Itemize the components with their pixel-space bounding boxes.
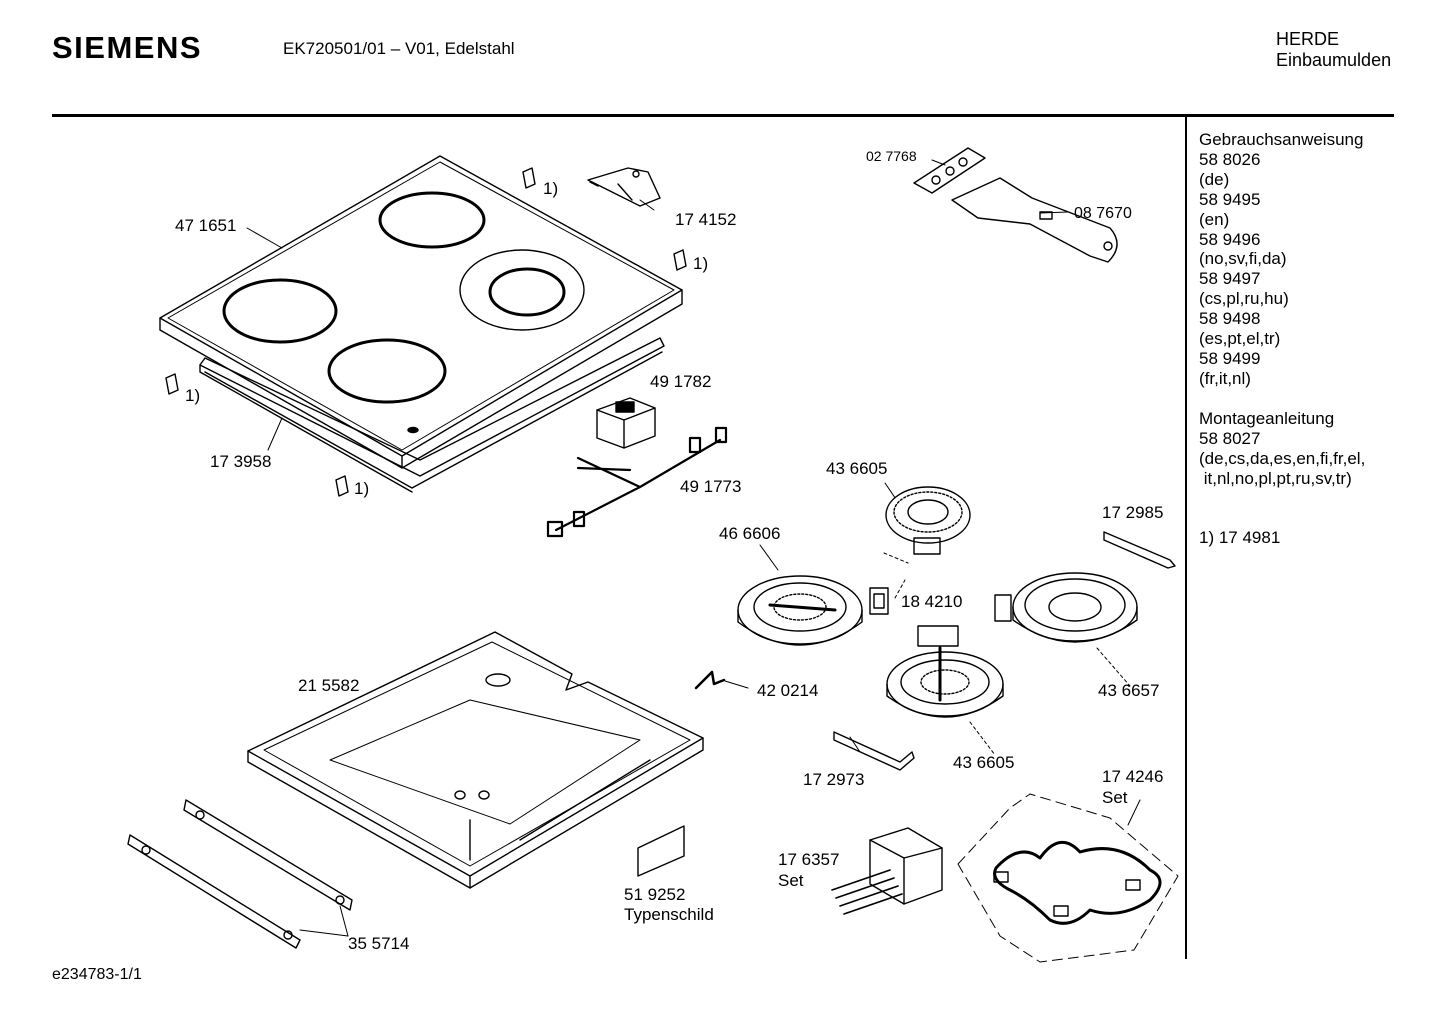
manual-number-south: 58 9498 (1199, 309, 1261, 329)
label-471651: 47 1651 (175, 216, 236, 235)
manual-number-nordic: 58 9496 (1199, 229, 1261, 249)
label-footnote-b: 1) (693, 254, 708, 273)
bracket-clip-part[interactable] (834, 732, 914, 770)
terminal-bracket-part[interactable] (588, 168, 660, 206)
radiant-heater-bottom-part[interactable] (887, 626, 1003, 717)
wiring-harness-part[interactable] (548, 428, 726, 536)
install-languages-2: it,nl,no,pl,pt,ru,sv,tr) (1199, 468, 1352, 488)
cooktop-glass-part[interactable] (160, 156, 682, 468)
label-footnote-d: 1) (354, 479, 369, 498)
label-519252: 51 9252 (624, 885, 685, 904)
label-087670: 08 7670 (1074, 205, 1132, 222)
label-174152: 17 4152 (675, 210, 736, 229)
label-174246: 17 4246 (1102, 767, 1163, 786)
label-176357-set: Set (778, 871, 804, 890)
manual-lang-nordic: (no,sv,fi,da) (1199, 249, 1287, 269)
manual-lang-west: (fr,it,nl) (1199, 368, 1251, 388)
label-184210: 18 4210 (901, 592, 962, 611)
category-line-1: HERDE (1276, 29, 1340, 49)
label-436605-bottom: 43 6605 (953, 753, 1014, 772)
model-title: EK720501/01 – V01, Edelstahl (283, 39, 515, 58)
leader-lines (247, 160, 1140, 936)
spring-clip-part[interactable] (696, 672, 724, 688)
manual-number-east: 58 9497 (1199, 269, 1261, 289)
label-174246-set: Set (1102, 788, 1128, 807)
label-footnote-c: 1) (185, 386, 200, 405)
footnote: 1) 17 4981 (1199, 528, 1281, 547)
label-436605-top: 43 6605 (826, 459, 887, 478)
manual-number-de: 58 8026 (1199, 149, 1261, 169)
manual-lang-en: (en) (1199, 209, 1230, 229)
rating-plate-part[interactable] (638, 826, 684, 876)
label-436657: 43 6657 (1098, 681, 1159, 700)
manual-lang-east: (cs,pl,ru,hu) (1199, 289, 1289, 309)
label-027768: 02 7768 (866, 148, 917, 164)
category-line-2: Einbaumulden (1276, 50, 1392, 70)
manual-list: Gebrauchsanweisung 58 8026 (de) 58 9495 … (1199, 130, 1363, 389)
header-divider (52, 114, 1394, 117)
label-355714: 35 5714 (348, 934, 409, 953)
label-491773: 49 1773 (680, 477, 741, 496)
label-215582: 21 5582 (298, 676, 359, 695)
mounting-rails-part[interactable] (128, 800, 352, 948)
manual-lang-de: (de) (1199, 169, 1230, 189)
dual-heater-part[interactable] (995, 573, 1137, 642)
bottom-housing-part[interactable] (248, 632, 703, 888)
label-footnote-a: 1) (543, 179, 558, 198)
label-491782: 49 1782 (650, 372, 711, 391)
install-manual: Montageanleitung 58 8027 (de,cs,da,es,en… (1199, 409, 1365, 489)
connector-set-part[interactable] (832, 828, 942, 914)
radiant-heater-large-part[interactable] (738, 576, 862, 645)
label-466606: 46 6606 (719, 524, 780, 543)
sidebar-divider (1185, 117, 1187, 959)
install-languages-1: (de,cs,da,es,en,fi,fr,el, (1199, 448, 1366, 468)
scraper-part[interactable] (914, 148, 1117, 262)
label-420214: 42 0214 (757, 681, 818, 700)
label-172985: 17 2985 (1102, 503, 1163, 522)
seal-frame-part[interactable] (200, 338, 664, 492)
label-176357: 17 6357 (778, 850, 839, 869)
install-title: Montageanleitung (1199, 409, 1335, 428)
category: HERDE Einbaumulden (1276, 29, 1391, 71)
manual-title: Gebrauchsanweisung (1199, 130, 1364, 149)
label-173958: 17 3958 (210, 452, 271, 471)
clip-part-icons (166, 168, 686, 496)
drawing-id: e234783-1/1 (52, 966, 142, 983)
label-typenschild: Typenschild (624, 905, 714, 924)
label-172973: 17 2973 (803, 770, 864, 789)
install-number: 58 8027 (1199, 428, 1261, 448)
radiant-heater-top-part[interactable] (886, 487, 970, 554)
manual-lang-south: (es,pt,el,tr) (1199, 329, 1281, 349)
manual-number-en: 58 9495 (1199, 189, 1261, 209)
brand-logo: SIEMENS (52, 30, 203, 65)
switch-part[interactable] (597, 398, 655, 448)
seal-set-part[interactable] (958, 794, 1178, 962)
manual-number-west: 58 9499 (1199, 348, 1261, 368)
retaining-clip-part[interactable] (1104, 532, 1175, 568)
thermostat-part[interactable] (870, 588, 888, 614)
